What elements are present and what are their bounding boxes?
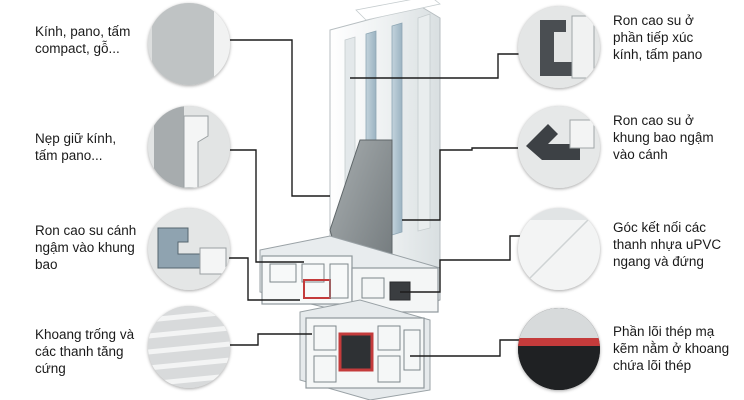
label-chambers: Khoang trống và các thanh tăng cứng — [35, 327, 135, 376]
label-glass-pane: Kính, pano, tấm compact, gỗ... — [35, 24, 131, 56]
glazing-bead-closeup — [148, 106, 230, 188]
glass-gasket-closeup — [518, 6, 600, 88]
bottom-profile-section — [259, 235, 441, 319]
label-steel-core: Phần lõi thép mạ kẽm nằm ở khoang chứa l… — [613, 324, 730, 373]
label-corner-joint: Góc kết nối các thanh nhựa uPVC ngang và… — [613, 220, 722, 269]
chambers-closeup — [148, 306, 230, 388]
label-frame-gasket: Ron cao su ở khung bao ngậm vào cánh — [613, 113, 714, 162]
corner-joint-closeup — [518, 208, 600, 290]
frame-gasket-closeup — [518, 106, 600, 188]
label-glazing-bead: Nẹp giữ kính, tấm pano... — [35, 131, 117, 163]
lower-frame-section — [299, 299, 431, 400]
label-sash-gasket: Ron cao su cánh ngậm vào khung bao — [35, 223, 137, 272]
sash-gasket-closeup — [148, 208, 230, 290]
connector-lines — [226, 39, 520, 357]
label-glass-gasket: Ron cao su ở phần tiếp xúc kính, tấm pan… — [613, 13, 703, 62]
glass-pane-closeup — [148, 3, 230, 85]
steel-core-closeup — [518, 308, 600, 390]
